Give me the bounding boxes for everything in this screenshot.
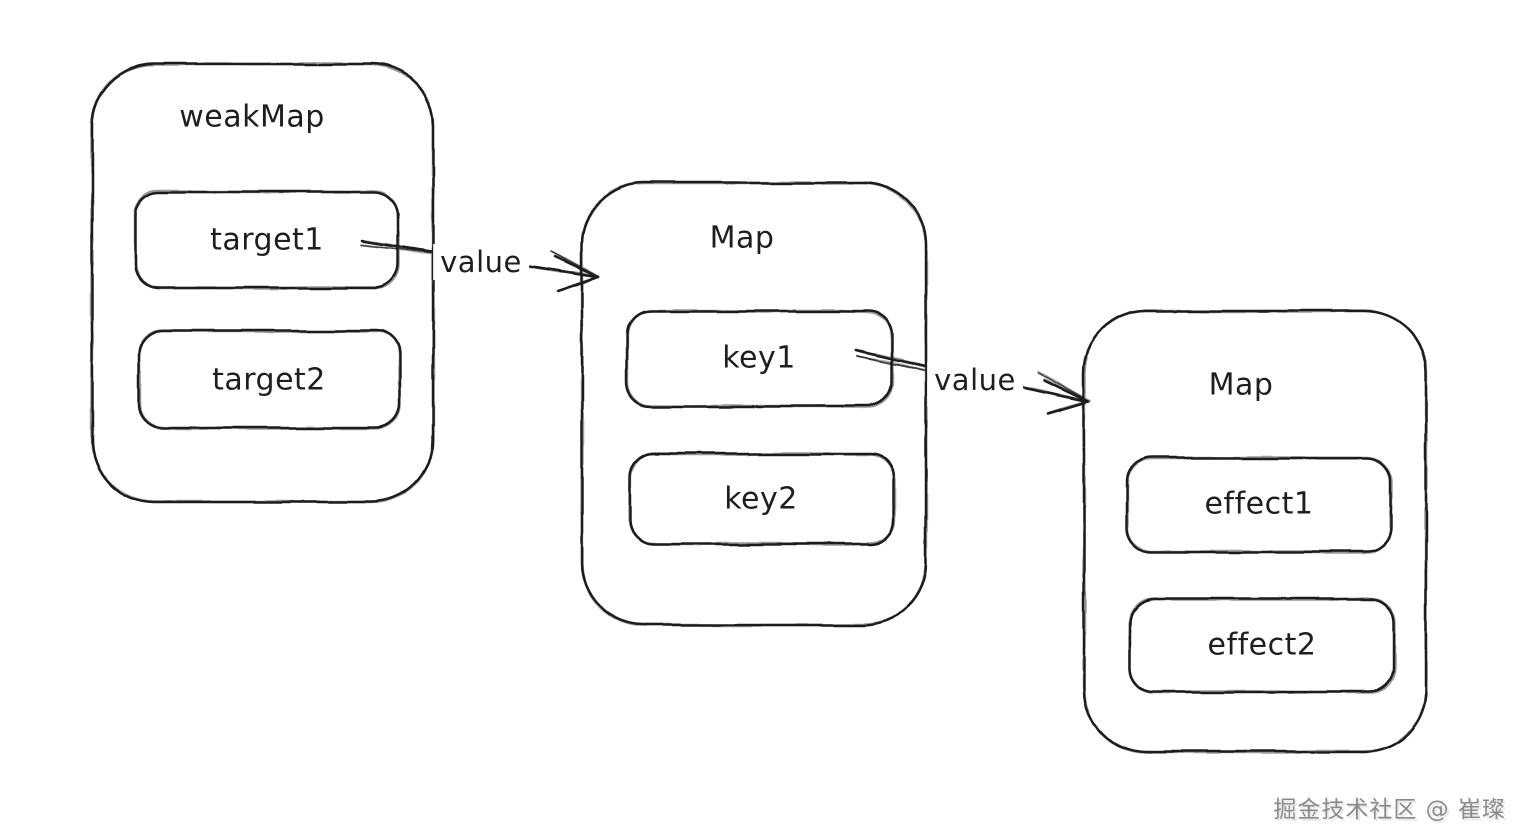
map-effects-title: Map (1208, 367, 1274, 403)
effect1-label: effect1 (1204, 486, 1314, 522)
target2-label: target2 (212, 362, 326, 398)
key1-label: key1 (722, 340, 796, 376)
map-keys-title: Map (709, 220, 775, 256)
watermark-text: 掘金技术社区 @ 崔璨 (1273, 797, 1506, 823)
value-arrow-2-label: value (927, 362, 1023, 398)
effect2-label: effect2 (1207, 627, 1317, 663)
target1-label: target1 (210, 222, 324, 258)
key2-label: key2 (724, 481, 798, 517)
weakmap-title: weakMap (179, 99, 325, 135)
value-arrow-1-label: value (433, 244, 529, 280)
